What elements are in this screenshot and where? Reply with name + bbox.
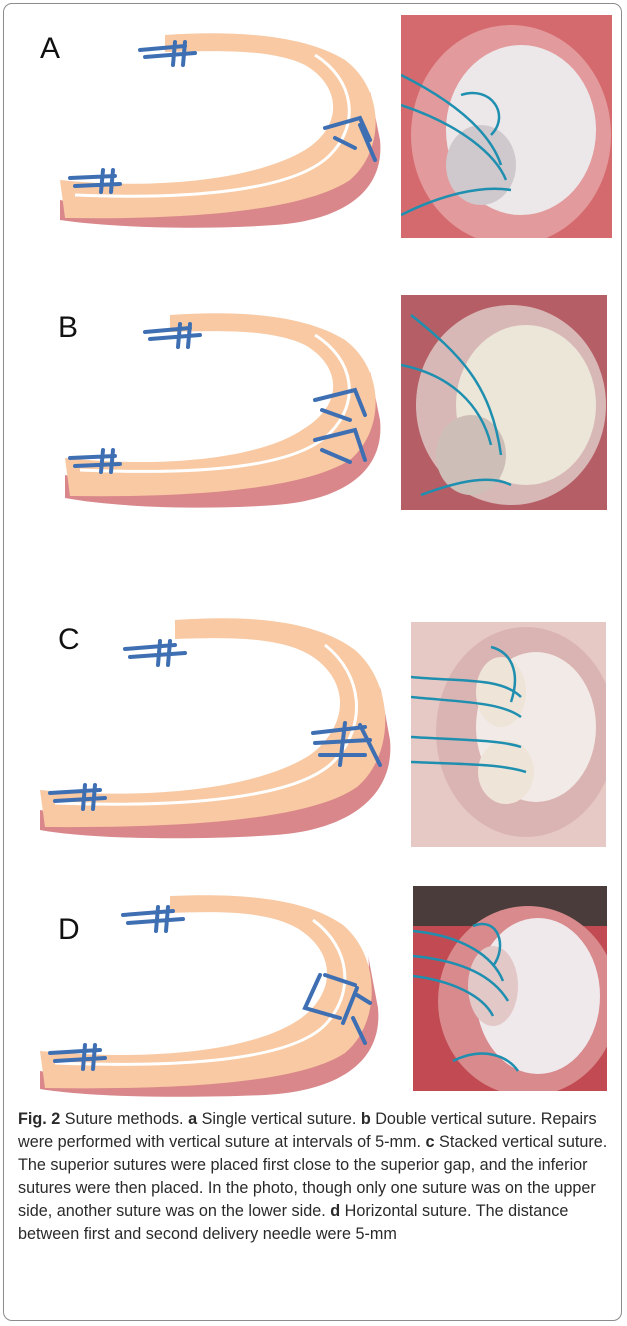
photo-d: [413, 886, 607, 1091]
photo-c: [411, 622, 606, 847]
photo-a: [401, 15, 612, 238]
caption-title: Suture methods.: [65, 1110, 184, 1128]
caption-label: Fig. 2: [18, 1110, 60, 1128]
meniscus-diagram-a: [55, 30, 390, 230]
caption-b-letter: b: [361, 1110, 371, 1128]
meniscus-diagram-b: [60, 310, 385, 510]
meniscus-diagram-c: [35, 615, 395, 840]
photo-b: [401, 295, 607, 510]
caption-a-text: Single vertical suture.: [202, 1110, 357, 1128]
figure-caption: Fig. 2 Suture methods. a Single vertical…: [18, 1108, 614, 1246]
caption-a-letter: a: [188, 1110, 197, 1128]
caption-c-letter: c: [426, 1133, 435, 1151]
meniscus-diagram-d: [35, 893, 380, 1098]
caption-d-letter: d: [330, 1202, 340, 1220]
